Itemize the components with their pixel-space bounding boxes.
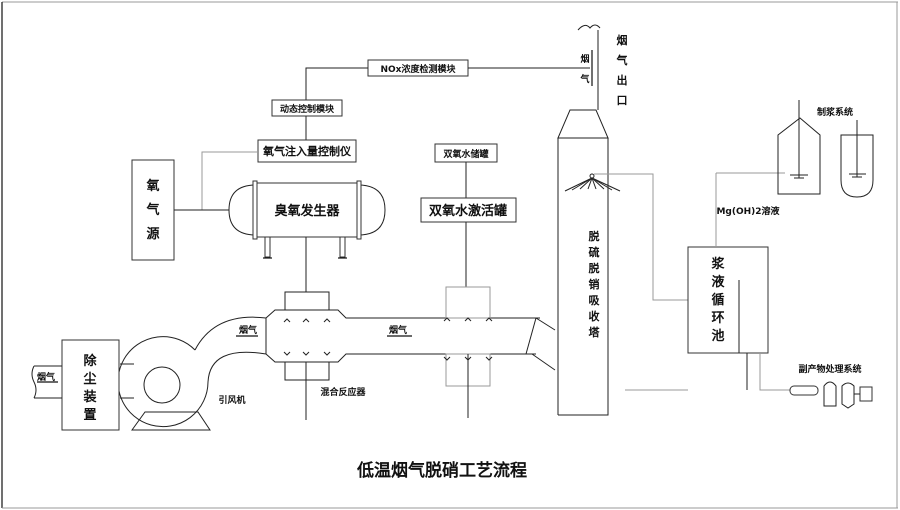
nox-detect-label: NOx浓度检测模块 <box>381 63 457 75</box>
ozone-generator-label: 臭氧发生器 <box>274 203 340 219</box>
duct-transition-bottom <box>531 353 556 371</box>
spray-nozzle-icon <box>564 173 621 192</box>
duct-transition-top <box>535 317 556 331</box>
duct-flue-gas-label: 烟气 <box>389 324 407 336</box>
mgoh-solution-label: Mg(OH)2溶液 <box>716 205 780 217</box>
inlet-flue-gas-label: 烟气 <box>37 371 55 383</box>
tower-char-3: 脱 <box>589 261 600 275</box>
tower-char-2: 硫 <box>589 245 600 259</box>
duct-nozzles <box>443 317 493 361</box>
dust-char-3: 装 <box>82 389 96 405</box>
tower-char-6: 收 <box>589 309 600 323</box>
oxygen-source-char-3: 源 <box>146 226 159 242</box>
oxygen-source: 氧 气 源 <box>131 159 175 261</box>
oxygen-source-char-2: 气 <box>146 202 159 218</box>
outlet-char-4: 口 <box>617 94 628 107</box>
pool-char-1: 浆 <box>710 256 725 272</box>
dust-char-2: 尘 <box>83 371 96 387</box>
byproduct-system: 副产物处理系统 <box>789 363 873 409</box>
reactor-nozzles <box>283 318 331 356</box>
line-nox-to-dynamic <box>305 67 368 100</box>
dynamic-control-module: 动态控制模块 <box>271 99 343 117</box>
stack-flue-char-1: 烟 <box>580 53 589 65</box>
absorption-tower: 烟 气 烟 气 出 口 脱 硫 脱 销 吸 收 塔 <box>557 24 628 416</box>
dynamic-control-label: 动态控制模块 <box>280 103 335 115</box>
dust-removal: 除 尘 装 置 烟气 <box>31 339 120 431</box>
h2o2-injection <box>443 286 493 418</box>
h2o2-storage-label: 双氧水储罐 <box>443 148 488 160</box>
tower-char-4: 销 <box>589 277 600 291</box>
byproduct-label: 副产物处理系统 <box>798 363 861 375</box>
nox-detect-module: NOx浓度检测模块 <box>367 59 469 77</box>
h2o2-storage: 双氧水储罐 <box>434 143 498 163</box>
outlet-char-3: 出 <box>617 73 628 87</box>
ozone-generator: 臭氧发生器 <box>228 180 386 259</box>
pool-char-4: 环 <box>711 311 724 326</box>
pool-char-5: 池 <box>711 328 724 344</box>
fan-flue-gas-label: 烟气 <box>239 324 257 336</box>
slurry-pool: 浆 液 循 环 池 <box>687 246 769 354</box>
dust-char-1: 除 <box>83 353 97 369</box>
diagram-title: 低温烟气脱硝工艺流程 <box>356 460 527 481</box>
stack-flue-char-2: 气 <box>579 73 589 85</box>
dust-char-4: 置 <box>83 408 96 423</box>
h2o2-activation-label: 双氧水激活罐 <box>429 203 507 219</box>
oxygen-injection-label: 氧气注入量控制仪 <box>262 144 352 158</box>
mixing-reactor-label: 混合反应器 <box>320 386 366 398</box>
h2o2-activation: 双氧水激活罐 <box>420 197 517 223</box>
oxygen-injection-controller: 氧气注入量控制仪 <box>257 139 357 163</box>
line-pool-to-byproduct <box>759 353 790 391</box>
tower-char-5: 吸 <box>589 294 601 307</box>
outlet-char-1: 烟 <box>617 33 628 47</box>
slurry-system-label: 制浆系统 <box>817 106 853 118</box>
induced-fan: 烟气 引风机 <box>117 316 267 431</box>
pool-char-2: 液 <box>711 274 724 290</box>
line-spray-to-pool <box>594 173 688 301</box>
tower-char-1: 脱 <box>589 229 600 243</box>
pool-char-3: 循 <box>711 292 724 308</box>
line-injection-to-source <box>201 151 258 210</box>
slurry-system: 制浆系统 Mg(OH)2溶液 <box>716 100 874 217</box>
oxygen-source-char-1: 氧 <box>145 178 159 194</box>
tower-char-7: 塔 <box>589 325 601 339</box>
mixing-reactor: 混合反应器 烟气 <box>265 291 540 420</box>
duct-transition-edge <box>525 317 537 355</box>
induced-fan-label: 引风机 <box>218 394 245 406</box>
outlet-char-2: 气 <box>616 53 628 67</box>
